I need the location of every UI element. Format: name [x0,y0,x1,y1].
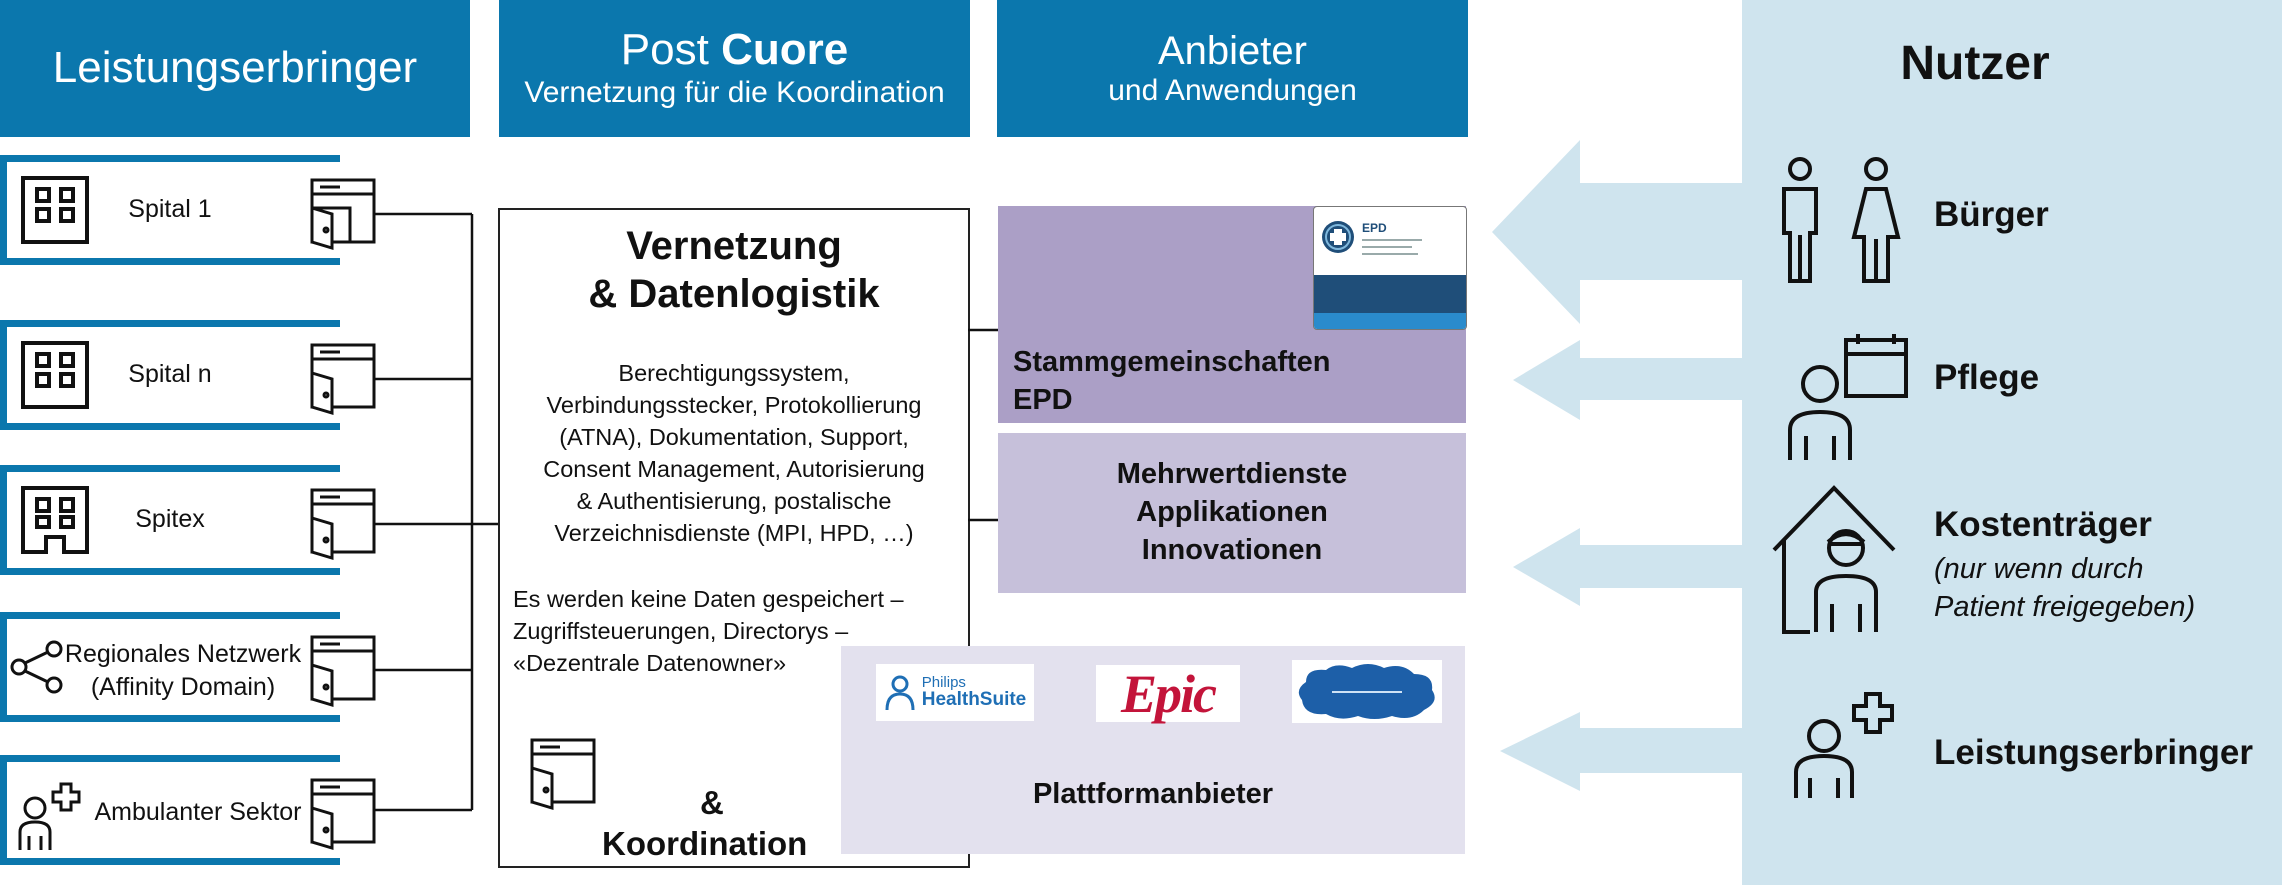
building-icon [21,486,89,554]
stammgemeinschaften-label: Stammgemeinschaften EPD [1013,344,1331,419]
provider-label-line1: Regionales Netzwerk [64,640,302,668]
mehrwertdienste-box[interactable] [998,433,1466,593]
philips-line2: HealthSuite [921,688,1027,710]
amp-label: & [700,784,724,821]
header-post-cuore-title: Post Cuore [621,26,848,74]
server-icon [310,635,376,708]
building-icon [21,341,89,409]
citizens-icon [1782,157,1901,283]
server-icon [530,738,596,811]
user-label-pflege: Pflege [1934,358,2040,397]
provider-label-spitex: Spitex [135,505,205,533]
epic-text: Epic [1121,663,1217,724]
philips-line1: Philips [921,673,966,691]
user-note-line1: (nur wenn durch [1934,553,2144,585]
user-label-kostentraeger: Kostenträger [1934,505,2152,544]
post-bold: Cuore [721,25,849,75]
provider-label-ambulanter-sektor: Ambulanter Sektor [94,798,302,826]
services-line: (ATNA), Dokumentation, Support, [559,424,909,450]
vernetzung-title: Vernetzung & Datenlogistik [500,222,968,318]
cloud-logo [1292,660,1442,723]
services-line: Verbindungsstecker, Protokollierung [546,392,922,418]
server-icon [310,778,376,851]
cloud-icon [1298,664,1435,719]
epd-badge-lines [1362,239,1422,255]
connectors-layer [310,178,499,851]
header-leistungserbringer-title: Leistungserbringer [52,43,418,93]
vernetzung-title-line2: & Datenlogistik [588,272,880,316]
user-label-leistungserbringer: Leistungserbringer [1934,733,2253,772]
mehr-line1: Mehrwertdienste [1116,458,1348,490]
plattformanbieter-label: Plattformanbieter [1032,778,1274,810]
anbieter-connectors [968,328,1000,522]
philips-healthsuite-logo: Philips HealthSuite [876,664,1034,721]
philips-text: Philips HealthSuite [922,675,1027,711]
person-plus-icon [1794,692,1894,798]
epd-badge: EPD [1313,206,1467,330]
epd-badge-footer [1314,313,1466,329]
header-leistungserbringer: Leistungserbringer [0,0,470,137]
provider-box[interactable] [0,755,340,865]
nurse-calendar-icon [1788,334,1908,460]
provider-label-spital-n: Spital n [128,360,212,388]
stamm-line2: EPD [1013,383,1073,416]
arrow-kostentraeger [1513,528,1742,606]
stamm-line1: Stammgemeinschaften [1013,346,1331,378]
house-person-icon [1772,485,1896,634]
provider-box[interactable] [0,320,340,430]
vernetzung-title-line1: Vernetzung [626,224,842,268]
mehrwertdienste-label: Mehrwertdienste Applikationen Innovation… [998,455,1466,569]
provider-label-regionales-netzwerk: Regionales Netzwerk (Affinity Domain) [58,638,308,703]
vernetzung-services: Berechtigungssystem, Verbindungsstecker,… [500,357,968,549]
epd-cross-icon [1322,221,1354,253]
header-anbieter: Anbieter und Anwendungen [997,0,1468,137]
services-line: & Authentisierung, postalische [576,488,892,514]
epic-logo: Epic [1096,663,1240,724]
header-post-cuore-subtitle: Vernetzung für die Koordination [524,75,945,109]
provider-label-line2: (Affinity Domain) [90,672,276,701]
server-icon [310,343,376,416]
provider-box[interactable] [0,612,340,722]
header-anbieter-title: Anbieter [1158,28,1307,73]
arrow-pflege [1513,340,1742,420]
note-line: «Dezentrale Datenowner» [513,650,787,676]
arrow-leistungserbringer [1500,712,1742,791]
services-line: Verzeichnisdienste (MPI, HPD, …) [554,520,914,546]
arrow-buerger [1492,140,1742,324]
services-line: Consent Management, Autorisierung [543,456,925,482]
mehr-line2: Applikationen [1136,496,1328,528]
provider-label-spital-1: Spital 1 [128,195,212,223]
header-nutzer: Nutzer [1900,37,2050,90]
provider-box[interactable] [0,465,340,575]
header-anbieter-subtitle: und Anwendungen [1108,73,1357,107]
epd-badge-text: EPD [1362,221,1387,235]
note-line: Zugriffsteuerungen, Directorys – [513,618,849,644]
user-note-kostentraeger: (nur wenn durch Patient freigegeben) [1934,551,2195,626]
server-icon [310,488,376,561]
arrows-layer [1492,140,1742,791]
mehr-line3: Innovationen [1141,534,1323,566]
share-icon [10,640,63,694]
post-prefix: Post [620,25,722,75]
header-post-cuore: Post Cuore Vernetzung für die Koordinati… [499,0,970,137]
person-plus-icon [18,782,81,850]
provider-box[interactable] [0,155,340,265]
building-icon [21,176,89,244]
user-note-line2: Patient freigegeben) [1934,590,2196,623]
vernetzung-note: Es werden keine Daten gespeichert – Zugr… [513,583,963,679]
user-label-buerger: Bürger [1934,195,2049,234]
server-icon [310,178,376,251]
note-line: Es werden keine Daten gespeichert – [513,586,904,612]
koordination-label: Koordination [602,825,808,862]
epd-badge-band [1314,275,1466,313]
services-line: Berechtigungssystem, [618,360,850,386]
philips-person-icon [885,675,915,710]
